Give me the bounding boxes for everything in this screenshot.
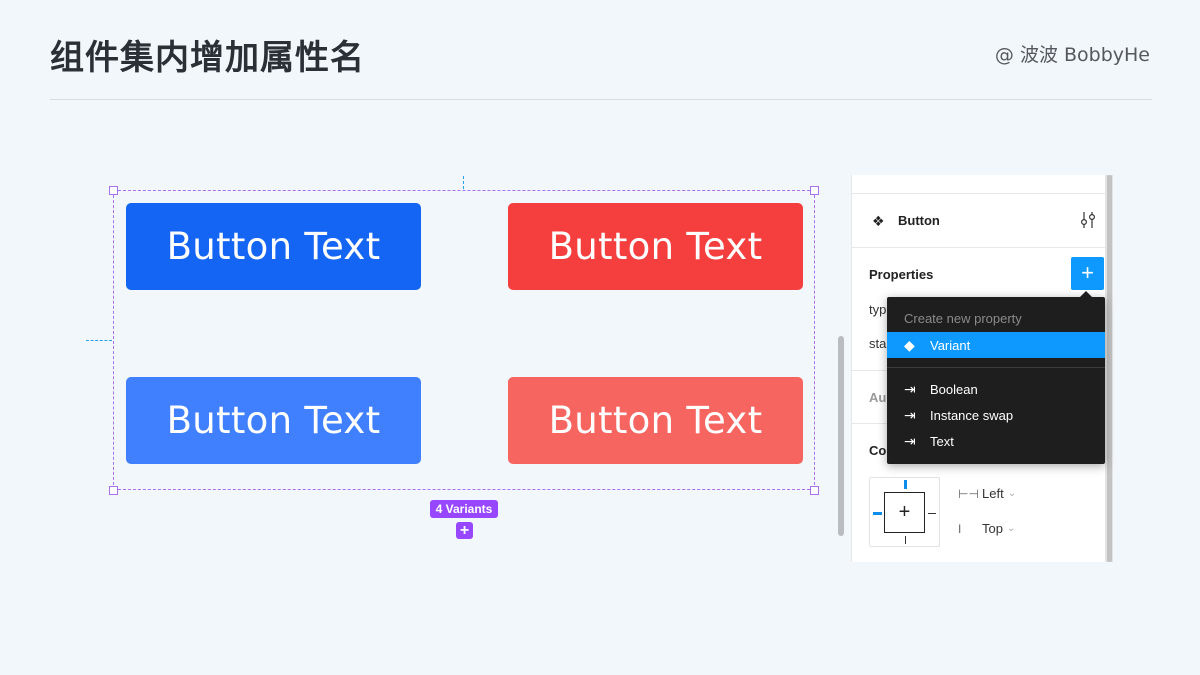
chevron-down-icon: ⌄ [1006,523,1016,534]
resize-handle-top-right[interactable] [810,186,819,195]
panel-divider [852,193,1106,194]
variant-button-danger-hover[interactable]: Button Text [508,377,803,464]
author-label: @ 波波 BobbyHe [994,44,1150,66]
vertical-constraint-icon: I [958,521,962,536]
canvas-scrollbar[interactable] [838,336,844,536]
tune-icon[interactable] [1080,211,1096,234]
add-variant-button[interactable]: + [456,522,473,539]
vertical-guide [463,176,464,189]
panel-scrollbar[interactable] [1105,175,1113,562]
plus-icon: + [898,501,911,523]
horizontal-constraint-icon: ⊢⊣ [958,486,979,501]
variants-badge[interactable]: 4 Variants [430,500,498,518]
constraints-title: Co [869,443,887,458]
vertical-constraint-select[interactable]: I Top ⌄ [958,521,1015,536]
create-property-menu: Create new property ◆ Variant ⇥ Boolean … [887,291,1105,464]
resize-handle-top-left[interactable] [109,186,118,195]
button-label: Button Text [548,225,763,268]
property-icon: ⇥ [904,406,916,423]
vertical-constraint-value: Top [982,521,1003,536]
properties-title: Properties [869,267,934,282]
menu-item-label: Variant [930,337,971,353]
constraints-center[interactable]: + [884,492,925,533]
button-label: Button Text [166,225,381,268]
menu-item-label: Instance swap [930,407,1014,423]
menu-divider [887,367,1105,368]
header-divider [50,99,1152,100]
panel-divider [852,247,1106,248]
horizontal-constraint-select[interactable]: ⊢⊣ Left ⌄ [958,486,1016,501]
property-row-type[interactable]: typ [869,302,887,317]
menu-item-text[interactable]: ⇥ Text [887,428,1105,454]
button-label: Button Text [166,399,381,442]
menu-item-variant[interactable]: ◆ Variant [887,332,1105,358]
menu-item-instance-swap[interactable]: ⇥ Instance swap [887,402,1105,428]
variant-button-primary[interactable]: Button Text [126,203,421,290]
property-row-state[interactable]: sta [869,336,887,351]
button-label: Button Text [548,399,763,442]
menu-header: Create new property [904,311,1022,326]
property-icon: ⇥ [904,432,916,449]
constraint-left-marker[interactable] [873,512,882,515]
add-property-button[interactable]: + [1071,257,1104,290]
component-set-icon: ❖ [872,213,885,229]
diamond-icon: ◆ [904,336,915,353]
constraint-bottom-marker[interactable] [905,536,906,544]
chevron-down-icon: ⌄ [1007,488,1017,499]
constraint-top-marker[interactable] [904,480,907,489]
page-title: 组件集内增加属性名 [50,38,365,78]
constraints-widget[interactable]: + [869,477,940,547]
variant-button-primary-hover[interactable]: Button Text [126,377,421,464]
variant-button-danger[interactable]: Button Text [508,203,803,290]
component-set-frame[interactable] [113,190,815,490]
resize-handle-bottom-right[interactable] [810,486,819,495]
menu-item-label: Boolean [930,381,978,397]
horizontal-guide [86,340,112,341]
auto-layout-label: Au [869,390,887,405]
panel-scrollbar-thumb[interactable] [1107,175,1112,562]
menu-item-label: Text [930,433,954,449]
menu-item-boolean[interactable]: ⇥ Boolean [887,376,1105,402]
horizontal-constraint-value: Left [982,486,1004,501]
menu-caret [1080,291,1092,297]
constraint-right-marker[interactable] [928,513,936,514]
property-icon: ⇥ [904,380,916,397]
resize-handle-bottom-left[interactable] [109,486,118,495]
component-name: Button [898,213,940,228]
